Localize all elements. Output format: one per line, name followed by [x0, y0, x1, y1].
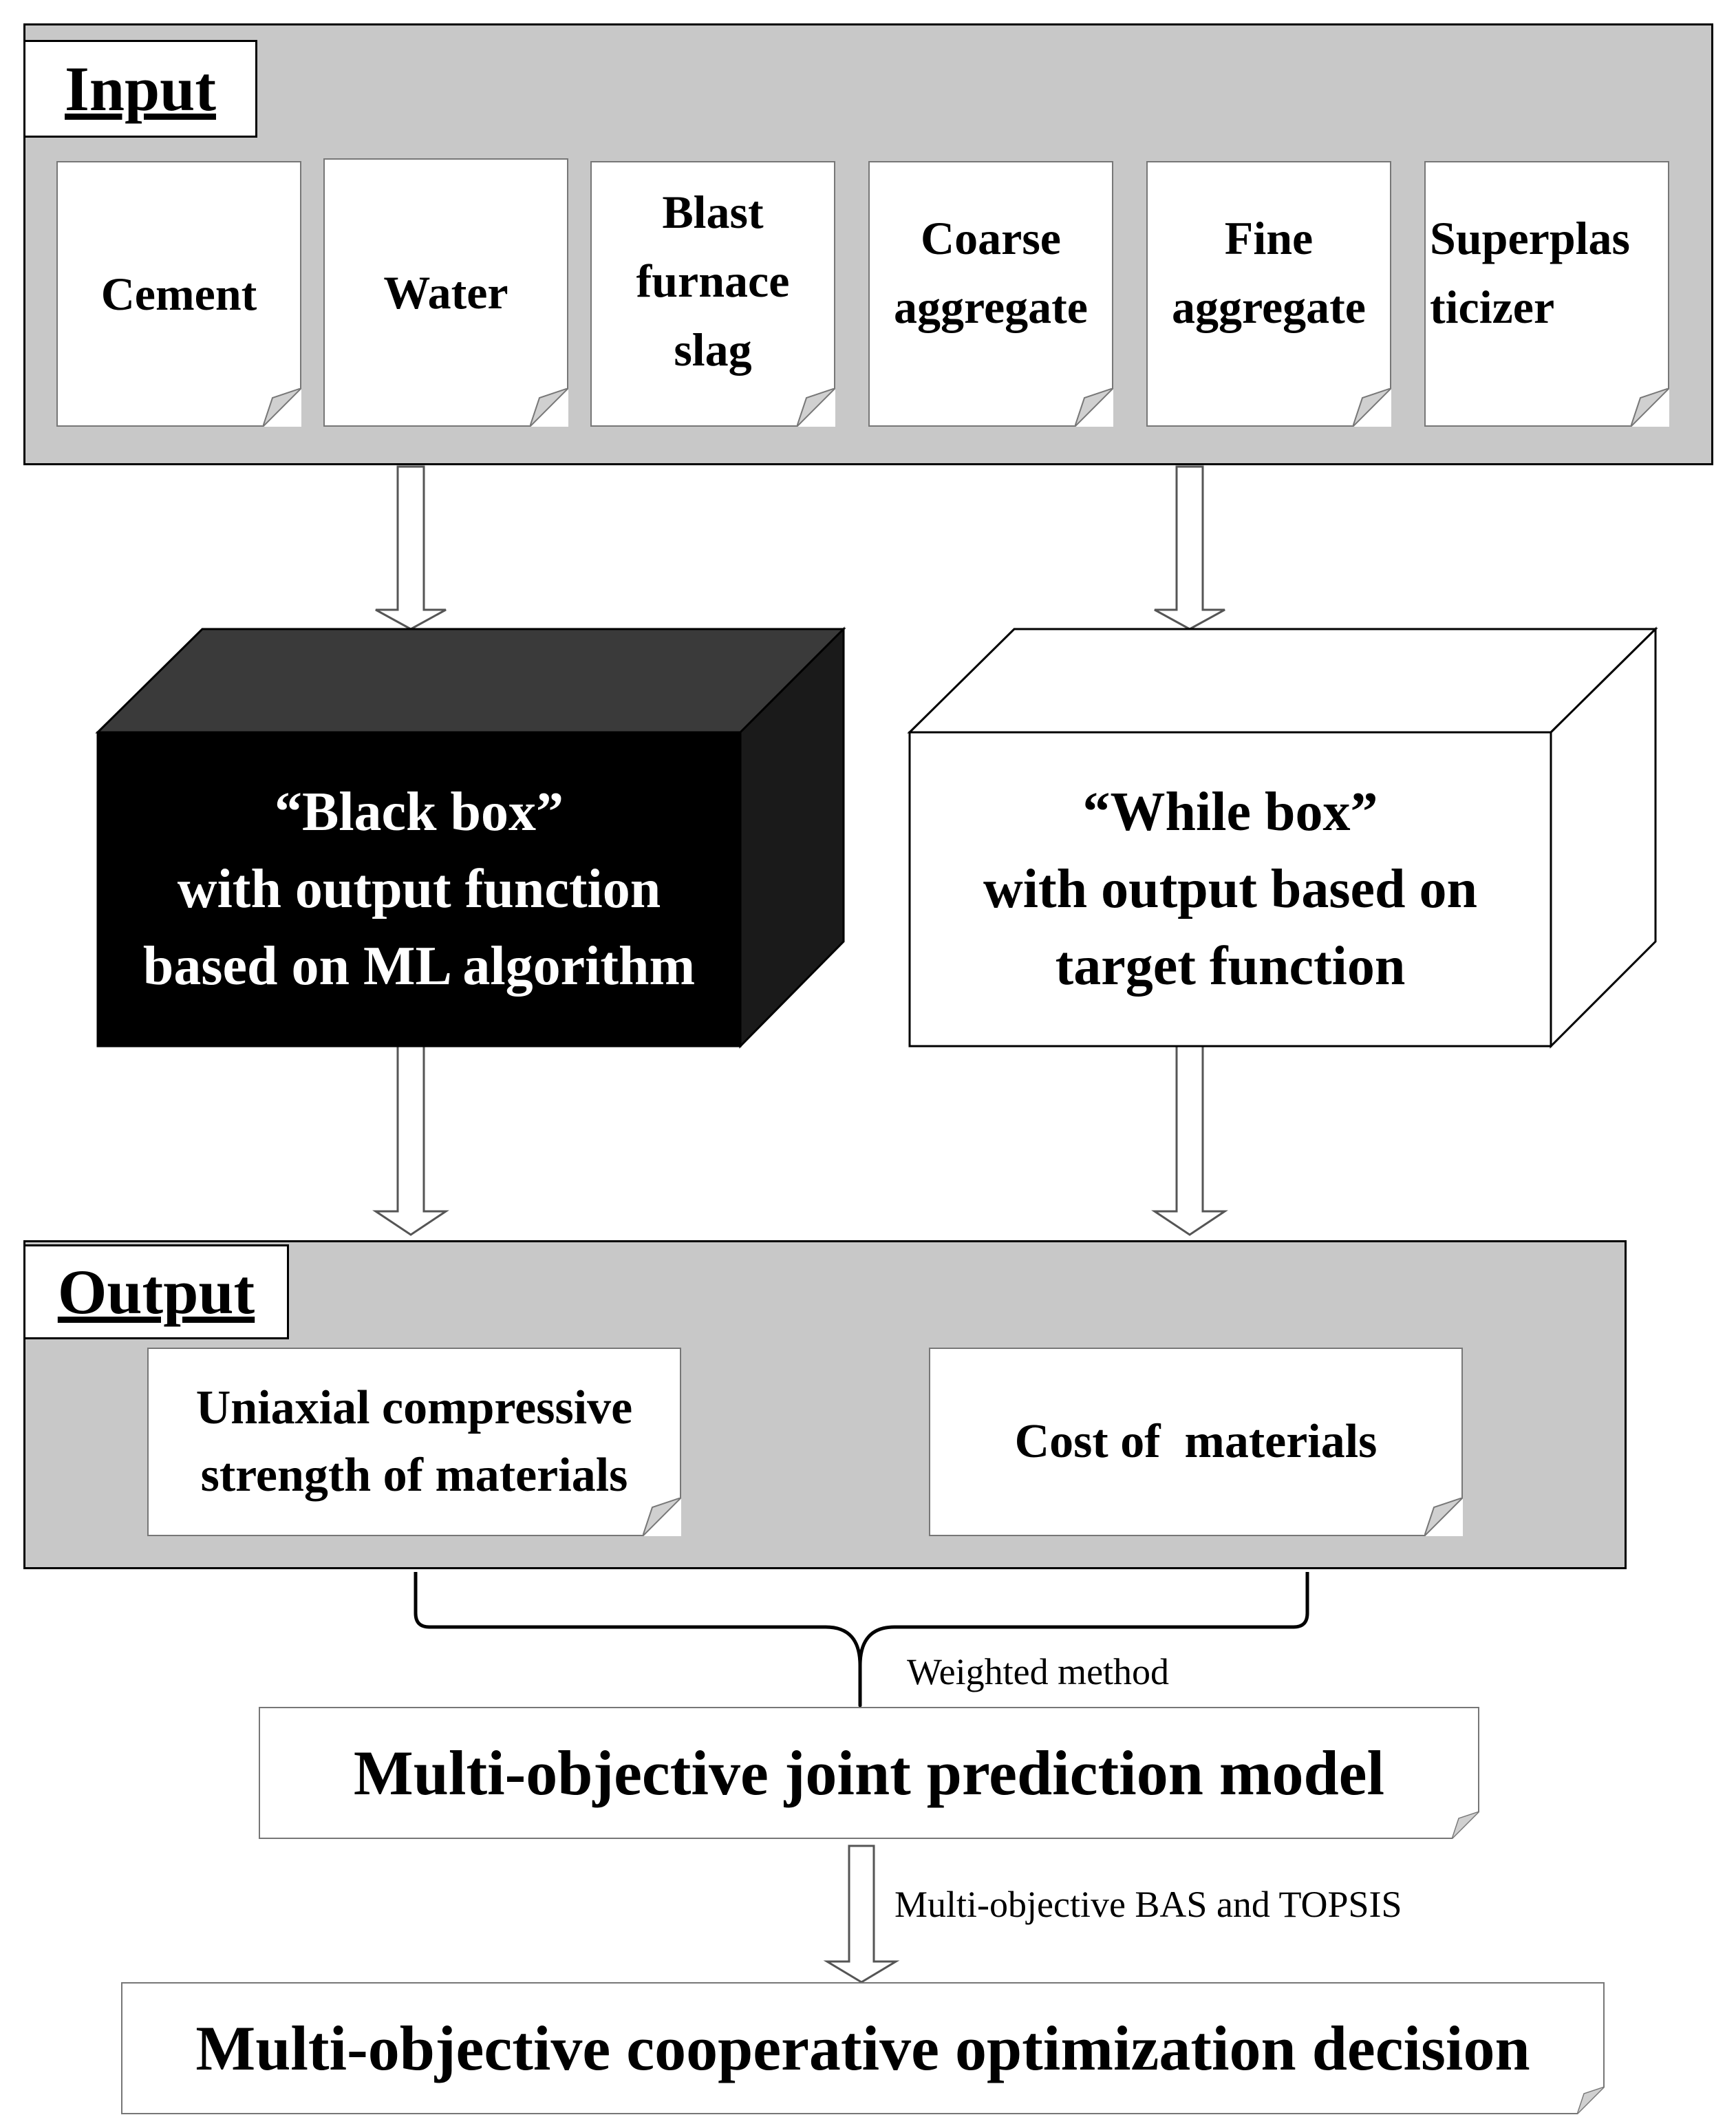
- joint-prediction-model-label: Multi-objective joint prediction model: [353, 1738, 1385, 1808]
- input-item-label: Fine aggregate: [1172, 212, 1366, 333]
- input-item-water: Water: [323, 158, 568, 427]
- input-item-label: Cement: [100, 267, 257, 320]
- page-fold-icon: [1452, 1811, 1479, 1839]
- optimization-decision: Multi-objective cooperative optimization…: [121, 1982, 1605, 2114]
- arrow-model-to-decision: [823, 1845, 900, 1984]
- weighted-method-label: Weighted method: [907, 1651, 1170, 1692]
- arrow-input-to-white-box: [1154, 465, 1225, 630]
- page-fold-icon: [643, 1498, 681, 1536]
- arrow-input-to-black-box: [375, 465, 447, 630]
- page-fold-icon: [1075, 388, 1113, 427]
- output-item-label: Cost of materials: [1014, 1415, 1378, 1468]
- page-fold-icon: [797, 388, 835, 427]
- white-box-text: “While box” with output based on target …: [983, 782, 1477, 997]
- white-box-shape: [907, 626, 1658, 1049]
- input-item-label: Blast furnace slag: [636, 186, 790, 376]
- page-fold-icon: [1424, 1498, 1463, 1536]
- output-item-cost: Cost of materials: [929, 1348, 1463, 1536]
- arrow-white-box-to-output: [1151, 1045, 1228, 1236]
- input-item-blast-furnace-slag: Blast furnace slag: [590, 161, 835, 427]
- black-box-shape: [95, 626, 846, 1049]
- input-item-superplasticizer: Superplas ticizer: [1424, 161, 1669, 427]
- input-item-label: Water: [383, 266, 508, 319]
- input-item-cement: Cement: [56, 161, 301, 427]
- input-item-coarse-aggregate: Coarse aggregate: [868, 161, 1113, 427]
- output-title: Output: [23, 1244, 289, 1339]
- output-item-label: Uniaxial compressive strength of materia…: [195, 1381, 633, 1502]
- input-item-label: Coarse aggregate: [894, 212, 1088, 333]
- output-item-strength: Uniaxial compressive strength of materia…: [147, 1348, 681, 1536]
- page-fold-icon: [1353, 388, 1391, 427]
- input-item-fine-aggregate: Fine aggregate: [1146, 161, 1391, 427]
- input-title: Input: [23, 40, 257, 138]
- page-fold-icon: [1577, 2087, 1605, 2114]
- page-fold-icon: [1631, 388, 1669, 427]
- arrow-black-box-to-output: [372, 1045, 449, 1236]
- input-item-label: Superplas ticizer: [1430, 212, 1630, 333]
- page-fold-icon: [530, 388, 568, 427]
- black-box-text: “Black box” with output function based o…: [142, 782, 696, 997]
- brace-connector: [414, 1572, 1309, 1708]
- optimization-decision-label: Multi-objective cooperative optimization…: [195, 2013, 1530, 2083]
- bas-topsis-label: Multi-objective BAS and TOPSIS: [894, 1884, 1402, 1925]
- page-fold-icon: [263, 388, 301, 427]
- joint-prediction-model: Multi-objective joint prediction model: [259, 1707, 1479, 1839]
